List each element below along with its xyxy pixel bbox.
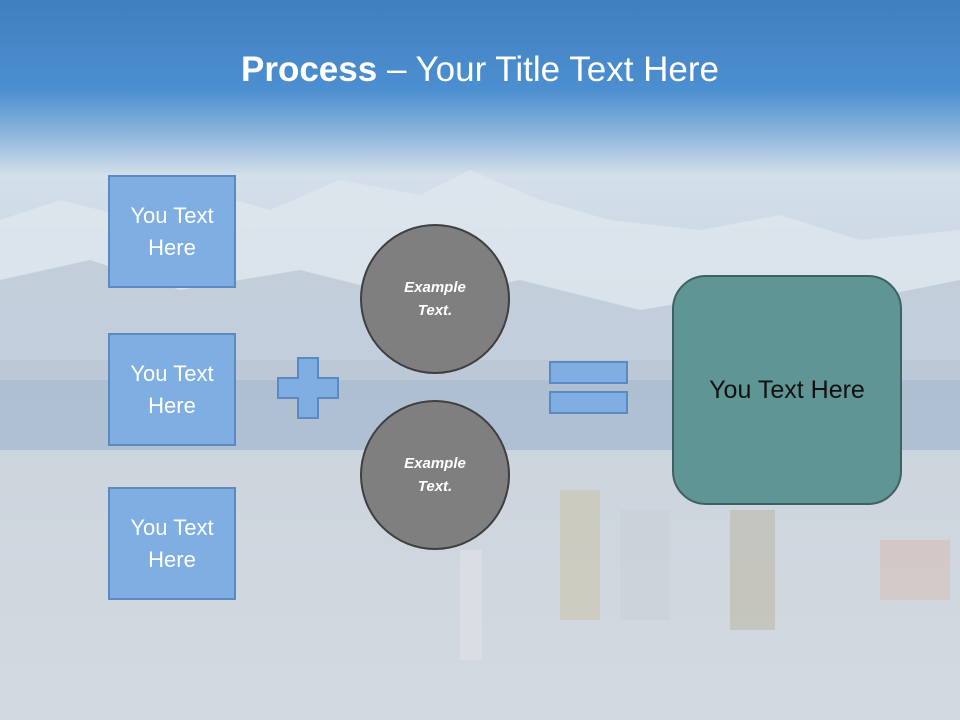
text-box-3: You Text Here bbox=[108, 487, 236, 600]
plus-icon bbox=[277, 357, 339, 419]
slide-title: Process – Your Title Text Here bbox=[0, 50, 960, 90]
title-rest: – Your Title Text Here bbox=[377, 50, 719, 89]
example-circle-1: Example Text. bbox=[360, 224, 510, 374]
text-box-2: You Text Here bbox=[108, 333, 236, 446]
text-box-1: You Text Here bbox=[108, 175, 236, 288]
equals-icon bbox=[549, 361, 628, 414]
example-circle-2: Example Text. bbox=[360, 400, 510, 550]
title-bold: Process bbox=[241, 50, 378, 89]
result-box: You Text Here bbox=[672, 275, 902, 505]
